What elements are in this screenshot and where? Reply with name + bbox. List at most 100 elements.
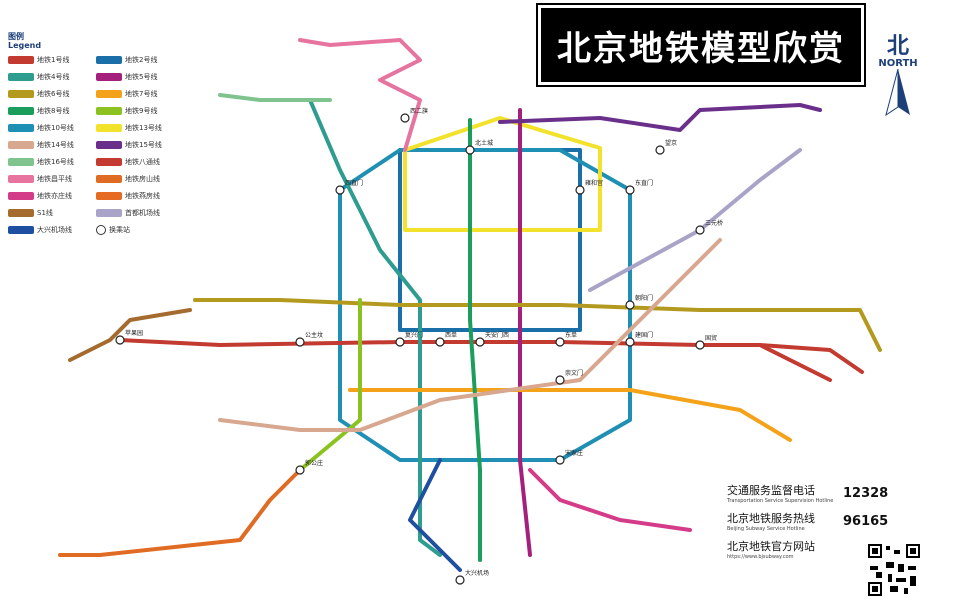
legend-label: 地铁燕房线 [125, 192, 160, 200]
transfer-station-marker[interactable] [400, 113, 410, 123]
legend-item: 地铁15号线 [96, 138, 178, 152]
transfer-station-marker[interactable] [625, 185, 635, 195]
legend-swatch [8, 192, 34, 200]
legend-item: 地铁6号线 [8, 87, 90, 101]
station-label: 宋家庄 [565, 449, 583, 457]
subway-line-l13 [403, 116, 602, 232]
legend-swatch [96, 209, 122, 217]
north-indicator: 北 NORTH [868, 28, 928, 123]
subway-line-l6 [193, 298, 882, 352]
subway-line-lair [588, 148, 802, 292]
legend-swatch [8, 158, 34, 166]
transfer-station-marker[interactable] [625, 300, 635, 310]
hotline2-number[interactable]: 96165 [843, 514, 889, 529]
legend-swatch [8, 107, 34, 115]
transfer-station-marker[interactable] [335, 185, 345, 195]
transfer-station-marker[interactable] [395, 337, 405, 347]
transfer-station-marker[interactable] [575, 185, 585, 195]
station-label: 望京 [665, 139, 677, 147]
page-title-banner: 北京地铁模型欣赏 [536, 3, 866, 87]
subway-line-l16 [218, 93, 332, 102]
station-label: 西单 [445, 331, 457, 339]
legend-label: 地铁房山线 [125, 175, 160, 183]
legend-heading-en: Legend [8, 41, 42, 50]
legend-item: 地铁4号线 [8, 70, 90, 84]
transfer-station-marker[interactable] [295, 465, 305, 475]
north-label-cn: 北 [886, 34, 909, 59]
legend-item: S1线 [8, 206, 90, 220]
legend-swatch [96, 56, 122, 64]
legend-swatch [8, 141, 34, 149]
transfer-station-marker[interactable] [655, 145, 665, 155]
station-label: 公主坟 [305, 331, 323, 339]
subway-line-ldx [408, 458, 462, 572]
legend-item: 换乘站 [96, 223, 178, 237]
legend-item: 地铁14号线 [8, 138, 90, 152]
transfer-station-marker[interactable] [455, 575, 465, 585]
subway-line-l9 [298, 298, 362, 472]
legend-item: 地铁八通线 [96, 155, 178, 169]
transfer-station-marker[interactable] [555, 375, 565, 385]
legend-swatch [8, 226, 34, 234]
legend-item: 地铁13号线 [96, 121, 178, 135]
station-label: 雍和宫 [585, 179, 603, 187]
transfer-station-marker[interactable] [475, 337, 485, 347]
legend-label: 地铁5号线 [125, 73, 158, 81]
transfer-station-marker[interactable] [435, 337, 445, 347]
legend-label: 地铁八通线 [125, 158, 160, 166]
subway-line-lyz [528, 468, 692, 532]
hotline1-label-en: Transportation Service Supervision Hotli… [727, 498, 834, 504]
legend-label: 首都机场线 [125, 209, 160, 217]
transfer-station-marker[interactable] [295, 337, 305, 347]
transfer-station-marker[interactable] [625, 337, 635, 347]
transfer-station-marker[interactable] [465, 145, 475, 155]
station-label: 三元桥 [705, 219, 723, 227]
website: 北京地铁官方网站 https://www.bjsubway.com [727, 538, 947, 560]
legend-item: 地铁10号线 [8, 121, 90, 135]
legend-heading-cn: 图例 [8, 32, 24, 41]
legend-swatch [8, 124, 34, 132]
legend-item: 地铁房山线 [96, 172, 178, 186]
hotline1-number[interactable]: 12328 [843, 486, 889, 501]
legend-label: 大兴机场线 [37, 226, 72, 234]
station-label: 东直门 [635, 179, 653, 187]
transfer-station-marker[interactable] [555, 455, 565, 465]
legend-label: 地铁7号线 [125, 90, 158, 98]
station-label: 北土城 [475, 139, 493, 147]
legend-swatch [96, 107, 122, 115]
station-label: 西二旗 [410, 107, 428, 115]
transfer-station-marker[interactable] [115, 335, 125, 345]
legend-swatch [96, 158, 122, 166]
station-label: 天安门西 [485, 331, 509, 339]
page-title: 北京地铁模型欣赏 [557, 28, 845, 69]
legend-label: 地铁1号线 [37, 56, 70, 64]
legend-swatch [96, 124, 122, 132]
subway-line-l10 [338, 148, 632, 462]
qr-code-icon[interactable] [866, 542, 922, 598]
transfer-station-marker[interactable] [695, 225, 705, 235]
legend-item: 地铁9号线 [96, 104, 178, 118]
station-label: 郭公庄 [305, 459, 323, 467]
hotline2-label: 北京地铁服务热线 [727, 512, 815, 525]
station-label: 大兴机场 [465, 569, 489, 577]
legend-grid: 地铁1号线 地铁2号线地铁4号线 地铁5号线地铁6号线 地铁7号线地铁8号线 地铁9号线… [8, 53, 178, 237]
legend-item: 地铁8号线 [8, 104, 90, 118]
legend-label: 地铁10号线 [37, 124, 74, 132]
legend-label: 地铁2号线 [125, 56, 158, 64]
legend-swatch [8, 56, 34, 64]
station-label: 朝阳门 [635, 294, 653, 302]
legend-item: 地铁1号线 [8, 53, 90, 67]
website-label: 北京地铁官方网站 [727, 540, 815, 553]
legend-swatch [96, 192, 122, 200]
legend-item: 大兴机场线 [8, 223, 90, 237]
station-label: 西直门 [345, 179, 363, 187]
legend-heading: 图例 Legend [8, 32, 178, 50]
subway-line-lbt [698, 343, 832, 382]
legend-swatch [96, 90, 122, 98]
north-label-en: NORTH [878, 58, 918, 69]
website-url[interactable]: https://www.bjsubway.com [727, 554, 794, 560]
legend-label: 地铁9号线 [125, 107, 158, 115]
transfer-station-marker[interactable] [695, 340, 705, 350]
transfer-station-marker[interactable] [555, 337, 565, 347]
